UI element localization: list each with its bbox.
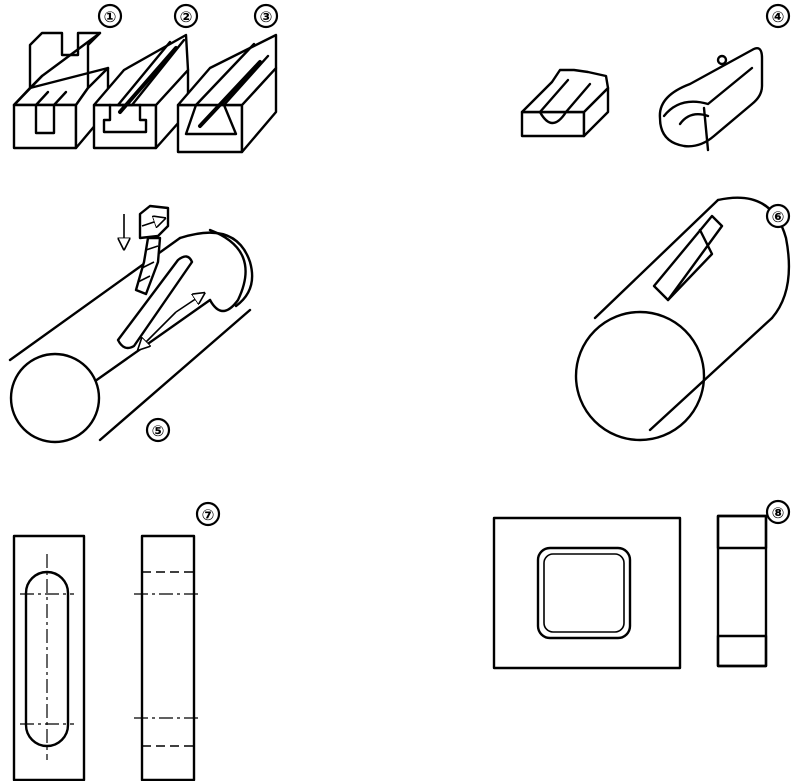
label-3: ③	[253, 3, 279, 29]
rect-slot-block	[12, 31, 110, 150]
dovetail-slot-block	[176, 33, 278, 154]
svg-text:⑥: ⑥	[772, 208, 785, 226]
svg-text:⑦: ⑦	[202, 506, 215, 524]
slotted-plate-views	[12, 534, 202, 781]
label-6: ⑥	[765, 203, 791, 229]
rounded-block-with-hole	[658, 47, 764, 152]
traverse-arrow-right	[175, 296, 200, 313]
svg-text:⑧: ⑧	[772, 504, 785, 522]
t-slot-block	[92, 33, 190, 150]
slot-blocks	[12, 31, 278, 154]
svg-text:①: ①	[104, 8, 117, 26]
label-4: ④	[765, 3, 791, 29]
cylinder-milling	[8, 204, 254, 444]
label-7: ⑦	[195, 501, 221, 527]
cylinder-section	[574, 196, 791, 442]
label-8: ⑧	[765, 499, 791, 525]
traverse-arrow-left	[142, 311, 177, 346]
svg-text:②: ②	[180, 8, 193, 26]
svg-text:④: ④	[772, 8, 785, 26]
label-2: ②	[173, 3, 199, 29]
groove-parts	[520, 47, 764, 152]
svg-text:③: ③	[260, 8, 273, 26]
pocket-plate-views	[492, 514, 768, 670]
label-1: ①	[97, 3, 123, 29]
label-5: ⑤	[145, 417, 171, 443]
v-groove-block	[520, 68, 610, 138]
svg-text:⑤: ⑤	[152, 422, 165, 440]
